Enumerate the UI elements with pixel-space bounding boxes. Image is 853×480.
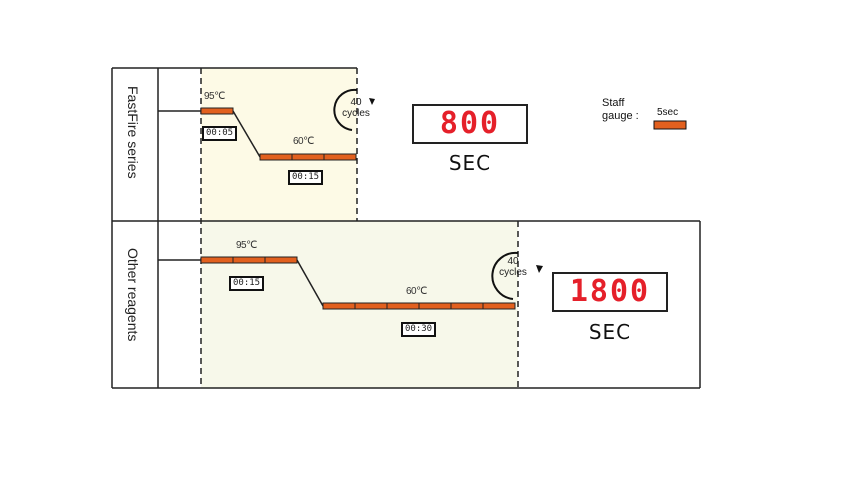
other-arrowhead-icon	[536, 265, 543, 273]
fastfire-anneal-segment	[291, 153, 325, 161]
other-denature-bar	[200, 256, 298, 264]
other-cycles-label: 40 cycles	[491, 256, 535, 278]
legend-unit: 5sec	[657, 107, 679, 118]
other-anneal-temp: 60℃	[406, 286, 427, 297]
legend-swatch	[653, 120, 687, 130]
fastfire-cycles-word: cycles	[342, 108, 370, 119]
fastfire-total-unit: SEC	[448, 151, 492, 175]
other-ramp	[296, 259, 324, 307]
fastfire-cycle-region	[201, 68, 357, 221]
other-cycle-arrow-icon	[491, 251, 519, 300]
fastfire-denature-segment	[200, 107, 234, 115]
fastfire-arrowhead-icon	[369, 98, 375, 105]
other-denature-temp: 95℃	[236, 240, 257, 251]
fastfire-anneal-segment	[323, 153, 357, 161]
other-anneal-time: 00:30	[401, 322, 437, 337]
fastfire-denature-time: 00:05	[202, 126, 238, 141]
legend-label-line2: gauge :	[602, 110, 639, 122]
other-total-unit: SEC	[588, 320, 632, 344]
fastfire-denature-temp: 95℃	[204, 91, 225, 102]
fastfire-anneal-time: 00:15	[288, 170, 324, 185]
other-cycles-number: 40	[507, 256, 519, 267]
legend-label-line1: Staff	[602, 97, 625, 109]
row-label-other: Other reagents	[125, 248, 141, 342]
fastfire-total-display: 800	[412, 104, 528, 144]
other-denature-segment	[264, 256, 298, 264]
fastfire-anneal-segment	[259, 153, 293, 161]
fastfire-anneal-bar	[259, 153, 357, 161]
other-anneal-bar	[322, 302, 516, 310]
other-denature-time: 00:15	[229, 276, 265, 291]
row-label-fastfire: FastFire series	[125, 86, 141, 179]
fastfire-denature-bar	[200, 107, 234, 115]
fastfire-cycle-arrow-icon	[333, 88, 358, 131]
other-total-display: 1800	[552, 272, 668, 312]
fastfire-anneal-temp: 60℃	[293, 136, 314, 147]
other-anneal-segment	[322, 302, 356, 310]
other-denature-segment	[200, 256, 234, 264]
fastfire-cycles-label: 40 cycles	[334, 97, 378, 119]
fastfire-ramp	[232, 110, 261, 158]
other-anneal-segment	[354, 302, 388, 310]
other-anneal-segment	[450, 302, 484, 310]
fastfire-cycles-number: 40	[350, 97, 362, 108]
other-denature-segment	[232, 256, 266, 264]
other-anneal-segment	[482, 302, 516, 310]
legend-label: Staff gauge :	[602, 97, 639, 123]
other-cycles-word: cycles	[499, 267, 527, 278]
other-anneal-segment	[386, 302, 420, 310]
other-anneal-segment	[418, 302, 452, 310]
